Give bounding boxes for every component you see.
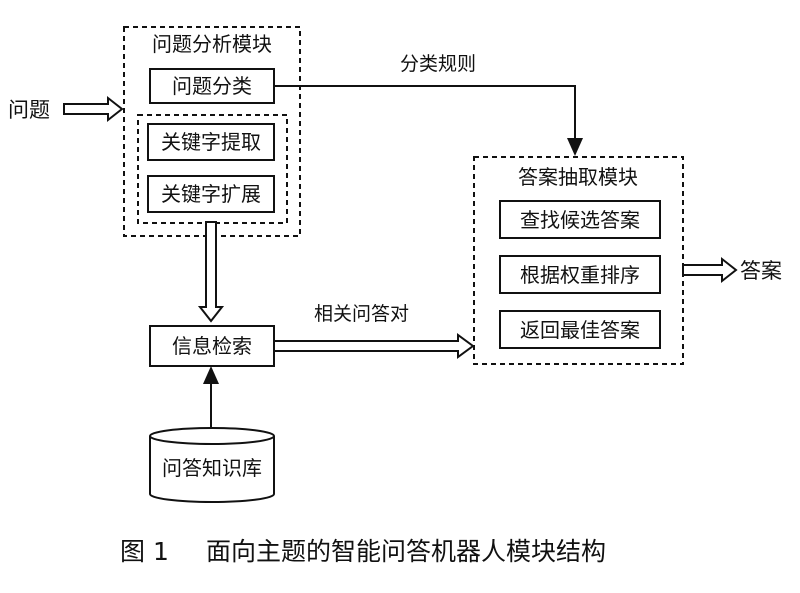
- kb-arrowhead: [203, 366, 219, 384]
- kb-label: 问答知识库: [162, 456, 262, 480]
- classify-box: [149, 68, 275, 104]
- kb-cylinder-top: [149, 427, 275, 445]
- retrieval-label: 信息检索: [172, 334, 252, 358]
- answer-module-title: 答案抽取模块: [518, 165, 638, 189]
- sort-box: [499, 255, 661, 294]
- pair-label: 相关问答对: [314, 303, 409, 325]
- analysis-module-title: 问题分析模块: [152, 32, 272, 56]
- input-label: 问题: [8, 98, 50, 122]
- find-label: 查找候选答案: [520, 208, 640, 232]
- keyword-expand-label: 关键字扩展: [161, 182, 261, 206]
- kb-cylinder: [149, 436, 275, 503]
- output-arrow: [682, 256, 738, 284]
- keyword-extract-label: 关键字提取: [161, 130, 261, 154]
- output-label: 答案: [740, 259, 782, 283]
- sort-label: 根据权重排序: [520, 263, 640, 287]
- find-box: [499, 200, 661, 239]
- caption-number: 图 1: [120, 537, 169, 566]
- rule-arrowhead: [567, 138, 583, 156]
- input-arrow: [63, 95, 124, 123]
- keyword-group-frame: [137, 114, 288, 224]
- analysis-to-retrieval-arrow: [197, 221, 225, 323]
- retrieval-to-answer-arrow: [273, 333, 475, 359]
- keyword-expand-box: [147, 175, 275, 213]
- caption-text: 面向主题的智能问答机器人模块结构: [206, 537, 606, 566]
- classify-label: 问题分类: [172, 74, 252, 98]
- return-box: [499, 310, 661, 349]
- rule-connector: [274, 85, 576, 142]
- keyword-extract-box: [147, 123, 275, 161]
- return-label: 返回最佳答案: [520, 318, 640, 342]
- rule-label: 分类规则: [400, 53, 476, 75]
